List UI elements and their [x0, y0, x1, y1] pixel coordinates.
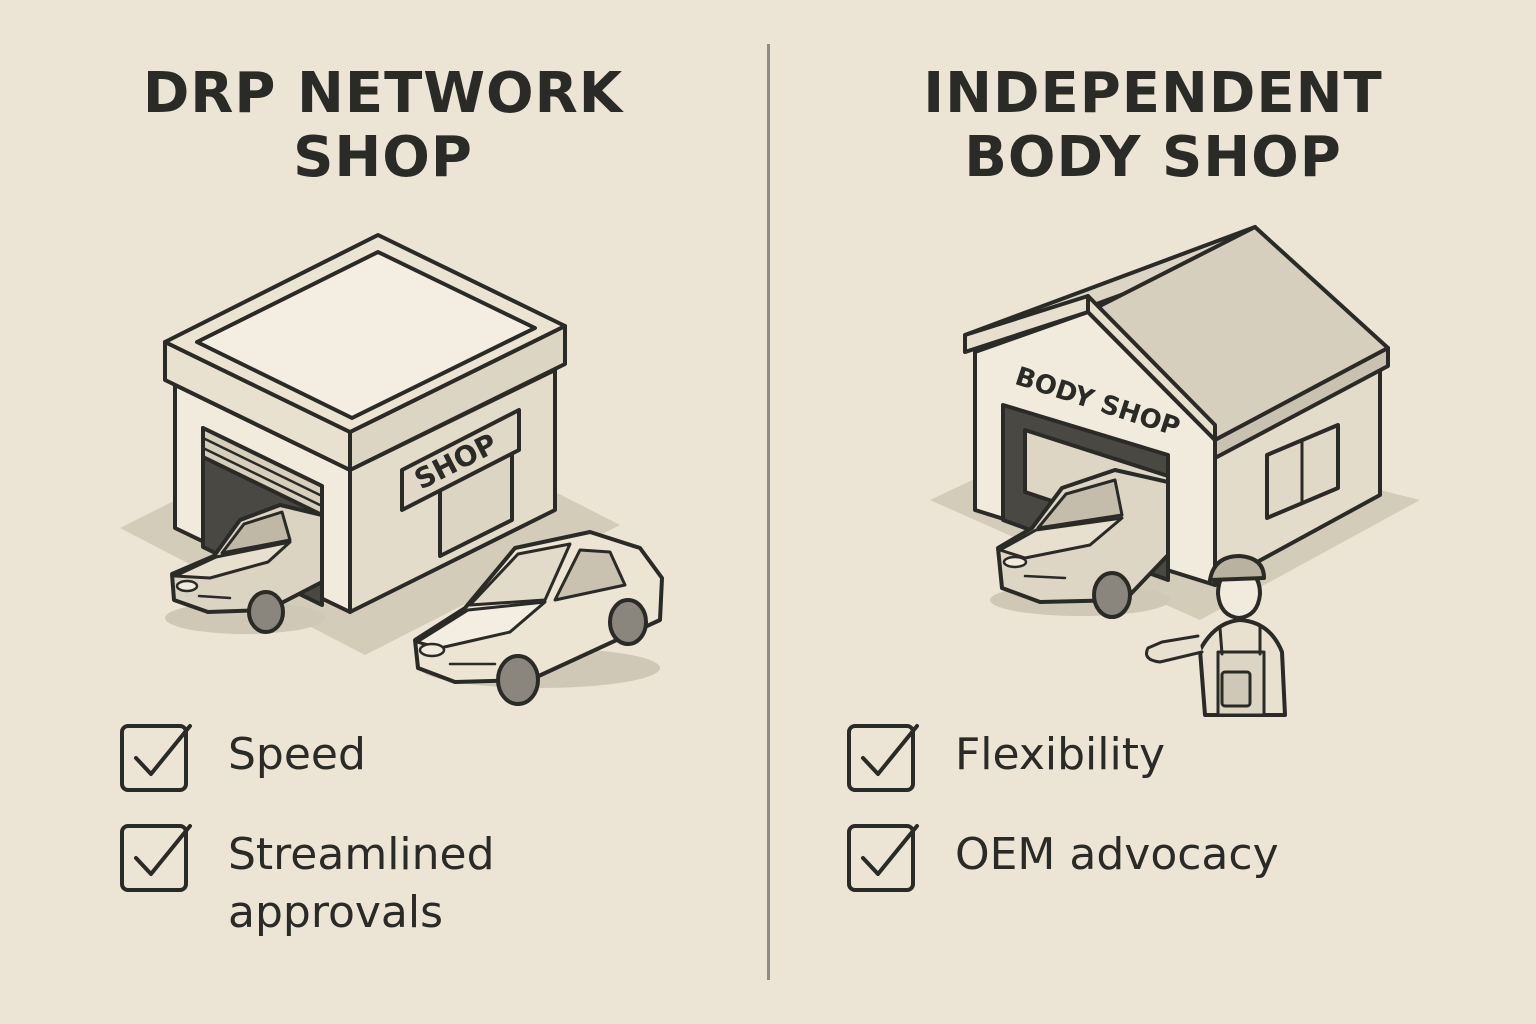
- car-hood: [173, 540, 292, 580]
- drp-feature-label: Streamlined approvals: [228, 826, 628, 942]
- car-headlight: [175, 579, 199, 593]
- roof-inner-edge-1: [195, 340, 354, 420]
- independent-title-line-2: BODY SHOP: [964, 125, 1342, 190]
- center-divider: [767, 44, 770, 980]
- car-wheel-front: [1092, 571, 1132, 619]
- checkbox-checked-icon: [120, 724, 192, 792]
- drp-feature-label: Speed: [228, 729, 366, 780]
- checkbox-checked-icon: [847, 724, 919, 792]
- independent-title-line-1: INDEPENDENT: [923, 61, 1383, 126]
- drp-title-line-1: DRP NETWORK: [142, 61, 624, 126]
- body-shop-gable-trim: [1086, 294, 1217, 442]
- mechanic-arm: [1145, 634, 1204, 664]
- drp-network-panel: DRP NETWORK SHOP SHOP: [0, 0, 766, 1024]
- independent-shop-illustration: BODY SHOP: [930, 225, 1420, 717]
- car-windshield: [468, 542, 572, 607]
- car-wheel-front: [247, 590, 285, 634]
- drp-feature-label-line-2: approvals: [228, 887, 444, 938]
- car-side-window: [553, 548, 627, 602]
- independent-panel: INDEPENDENT BODY SHOP BODY SHOP: [770, 0, 1536, 1024]
- mechanic-icon: [1145, 554, 1287, 717]
- car-wheel-rear: [608, 598, 648, 646]
- car-icon: [413, 530, 664, 706]
- drp-title-line-2: SHOP: [293, 125, 473, 190]
- car-windshield: [220, 510, 292, 555]
- checkbox-checked-icon: [847, 824, 919, 892]
- independent-feature-label: OEM advocacy: [955, 829, 1279, 880]
- drp-panel-title: DRP NETWORK SHOP: [0, 62, 766, 190]
- checkbox-checked-icon: [120, 824, 192, 892]
- car-windshield: [1036, 478, 1124, 530]
- car-grille: [197, 594, 232, 600]
- garage-door-slats: [201, 436, 324, 508]
- car-grille: [1023, 574, 1067, 580]
- mechanic-cap: [1208, 554, 1266, 582]
- body-shop-roof-eave: [1213, 346, 1390, 460]
- clipboard: [1220, 670, 1252, 708]
- car-icon: [990, 468, 1170, 619]
- independent-feature-label: Flexibility: [955, 729, 1165, 780]
- drp-shop-illustration: SHOP: [120, 233, 664, 706]
- car-headlight: [1002, 555, 1028, 569]
- shop-sign-board: [400, 408, 521, 512]
- car-wheel-front: [496, 654, 540, 706]
- car-icon: [165, 503, 325, 634]
- drp-feature-label-line-1: Streamlined: [228, 829, 495, 880]
- overall-strap-left: [1218, 626, 1224, 656]
- independent-panel-title: INDEPENDENT BODY SHOP: [770, 62, 1536, 190]
- car-headlight: [418, 642, 446, 658]
